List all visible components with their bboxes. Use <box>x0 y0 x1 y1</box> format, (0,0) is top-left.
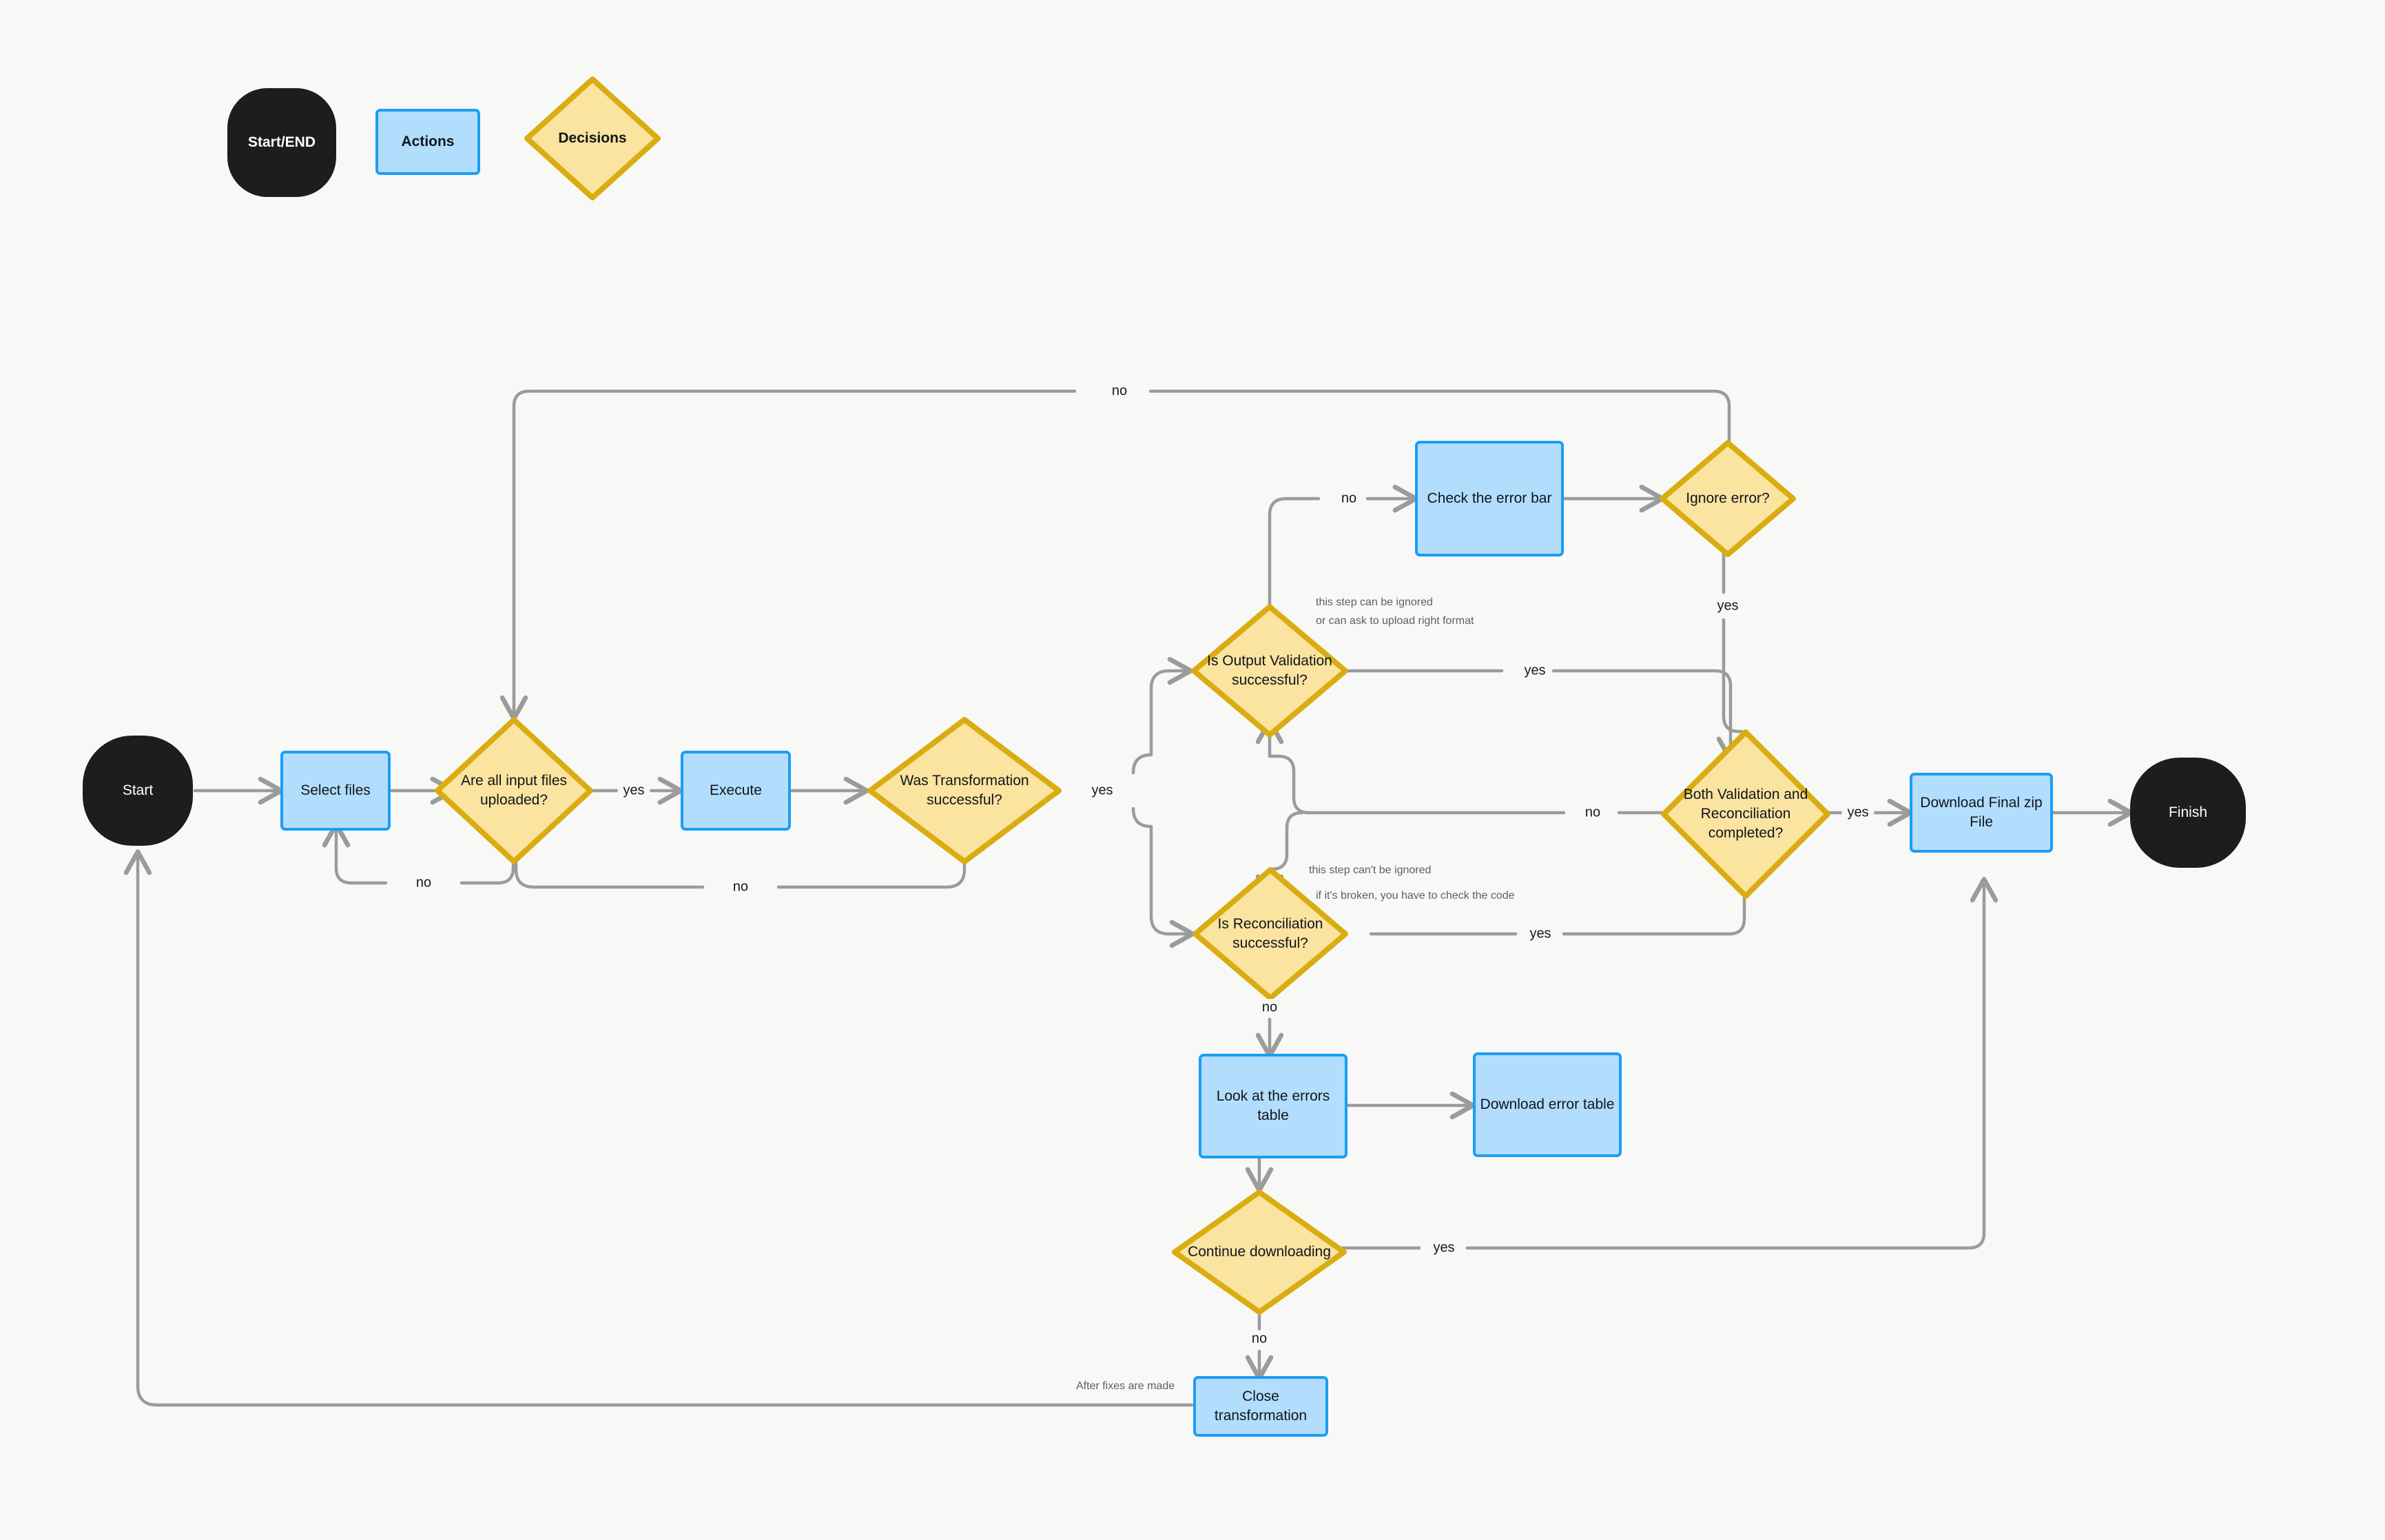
node-all-input-files-diamond <box>435 717 593 864</box>
edge-label-yes-all-input: yes <box>617 782 650 800</box>
legend-action-label: Actions <box>401 134 455 150</box>
node-all-input-files[interactable]: Are all input files uploaded? <box>434 716 594 865</box>
edge-label-yes-ignore-error: yes <box>1711 597 1744 615</box>
node-output-validation-label: Is Output Validation successful? <box>1207 653 1332 688</box>
edge-continue-downloading-yes-to-download-zip <box>1317 882 1984 1250</box>
node-output-validation-diamond <box>1191 604 1348 738</box>
node-transformation-successful[interactable]: Was Transformation successful? <box>867 716 1062 865</box>
note-output-validation-line1: this step can be ignored <box>1316 596 1433 608</box>
node-close-transformation[interactable]: Close transformation <box>1193 1376 1328 1437</box>
node-continue-downloading-diamond <box>1172 1189 1347 1315</box>
legend-terminal-shape: Start/END <box>227 88 336 197</box>
node-both-completed-label: Both Validation and Reconciliation compl… <box>1683 787 1808 841</box>
node-transformation-successful-label: Was Transformation successful? <box>900 773 1029 808</box>
node-execute-label: Execute <box>710 782 762 799</box>
edge-label-yes-output-validation: yes <box>1518 662 1551 680</box>
note-reconciliation-line2: if it's broken, you have to check the co… <box>1316 890 1515 902</box>
node-output-validation[interactable]: Is Output Validation successful? <box>1190 603 1349 738</box>
node-reconciliation-successful-diamond <box>1192 867 1348 1001</box>
note-output-validation-line2: or can ask to upload right format <box>1316 615 1474 627</box>
node-reconciliation-successful[interactable]: Is Reconciliation successful? <box>1192 866 1349 1001</box>
node-continue-downloading-label: Continue downloading <box>1188 1244 1331 1260</box>
legend-decision-diamond <box>524 76 661 200</box>
node-start-label: Start <box>122 782 154 799</box>
edge-transformation-yes-to-reconciliation <box>1131 807 1195 948</box>
legend-action-shape: Actions <box>375 109 480 175</box>
node-download-final-zip-label: Download Final zip File <box>1920 795 2043 830</box>
node-ignore-error-diamond <box>1660 440 1796 557</box>
node-finish-label: Finish <box>2168 804 2208 821</box>
node-reconciliation-successful-label: Is Reconciliation successful? <box>1217 916 1323 951</box>
note-after-fixes-are-made: After fixes are made <box>1076 1380 1175 1392</box>
node-finish[interactable]: Finish <box>2130 758 2246 868</box>
edge-label-yes-reconciliation: yes <box>1524 925 1557 943</box>
node-both-completed[interactable]: Both Validation and Reconciliation compl… <box>1660 729 1831 899</box>
node-close-transformation-label: Close transformation <box>1214 1388 1308 1424</box>
edge-label-no-select-files: no <box>410 874 437 892</box>
node-transformation-successful-diamond <box>867 717 1062 864</box>
legend-decision-label: Decisions <box>558 130 627 147</box>
node-all-input-files-label: Are all input files uploaded? <box>460 773 568 808</box>
note-reconciliation-line1: this step can't be ignored <box>1309 864 1432 876</box>
node-download-error-table-label: Download error table <box>1480 1096 1615 1113</box>
edge-label-no-transformation: no <box>727 878 754 896</box>
legend-decision-shape: Decisions <box>524 76 661 201</box>
edge-label-no-top: no <box>1106 382 1133 400</box>
edge-label-no-continue-downloading: no <box>1246 1330 1273 1348</box>
edge-transformation-yes-to-output-validation <box>1131 656 1193 775</box>
node-execute[interactable]: Execute <box>681 751 791 831</box>
node-download-final-zip[interactable]: Download Final zip File <box>1910 773 2053 853</box>
node-select-files-label: Select files <box>300 782 371 799</box>
node-ignore-error-label: Ignore error? <box>1686 490 1770 507</box>
edge-label-no-both-completed: no <box>1579 804 1607 822</box>
node-check-error-bar-label: Check the error bar <box>1427 490 1552 507</box>
edge-label-no-reconciliation: no <box>1256 999 1283 1017</box>
node-look-errors-table-label: Look at the errors table <box>1216 1088 1330 1123</box>
node-select-files[interactable]: Select files <box>280 751 391 831</box>
node-look-errors-table[interactable]: Look at the errors table <box>1199 1054 1348 1158</box>
node-ignore-error[interactable]: Ignore error? <box>1659 439 1797 558</box>
edge-close-transformation-to-start <box>123 849 1194 1407</box>
node-download-error-table[interactable]: Download error table <box>1473 1052 1622 1157</box>
node-continue-downloading[interactable]: Continue downloading <box>1171 1189 1348 1315</box>
node-both-completed-diamond <box>1661 729 1830 899</box>
edge-label-yes-continue-downloading: yes <box>1427 1239 1460 1257</box>
edge-label-yes-both-completed: yes <box>1841 804 1875 822</box>
node-start[interactable]: Start <box>83 736 193 846</box>
edge-label-yes-transformation: yes <box>1086 782 1119 800</box>
node-check-error-bar[interactable]: Check the error bar <box>1415 441 1564 556</box>
legend-terminal-label: Start/END <box>247 134 316 151</box>
edge-label-no-error-bar: no <box>1335 490 1363 508</box>
